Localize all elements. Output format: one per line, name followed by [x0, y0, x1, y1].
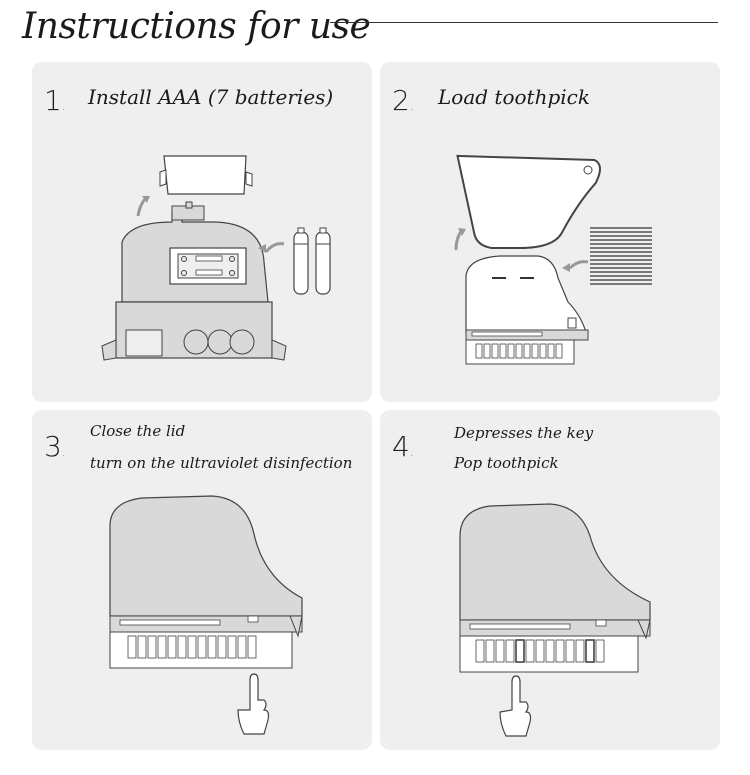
- step-panel-2: 2. Load toothpick: [380, 62, 720, 402]
- step-number-4: 4.: [392, 430, 414, 463]
- step-title-1: Install AAA (7 batteries): [88, 85, 334, 109]
- step-4-line-2: Pop toothpick: [454, 454, 559, 472]
- battery-install-illustration: [101, 155, 331, 361]
- title-rule: [330, 22, 718, 23]
- step-3-line-2: turn on the ultraviolet disinfection: [90, 454, 353, 472]
- step-3-line-1: Close the lid: [90, 422, 186, 440]
- step-4-line-1: Depresses the key: [454, 424, 594, 442]
- step-number-1: 1.: [44, 84, 66, 117]
- page-title: Instructions for use: [22, 6, 371, 47]
- step-panel-4: 4. Depresses the key Pop toothpick: [380, 410, 720, 750]
- toothpick-load-illustration: [454, 154, 652, 365]
- step-number-3: 3.: [44, 430, 66, 463]
- close-lid-illustration: [109, 495, 303, 735]
- pop-toothpick-illustration: [459, 503, 651, 737]
- step-panel-1: 1. Install AAA (7 batteries): [32, 62, 372, 402]
- step-title-2: Load toothpick: [438, 85, 590, 109]
- step-panel-3: 3. Close the lid turn on the ultraviolet…: [32, 410, 372, 750]
- step-number-2: 2.: [392, 84, 414, 117]
